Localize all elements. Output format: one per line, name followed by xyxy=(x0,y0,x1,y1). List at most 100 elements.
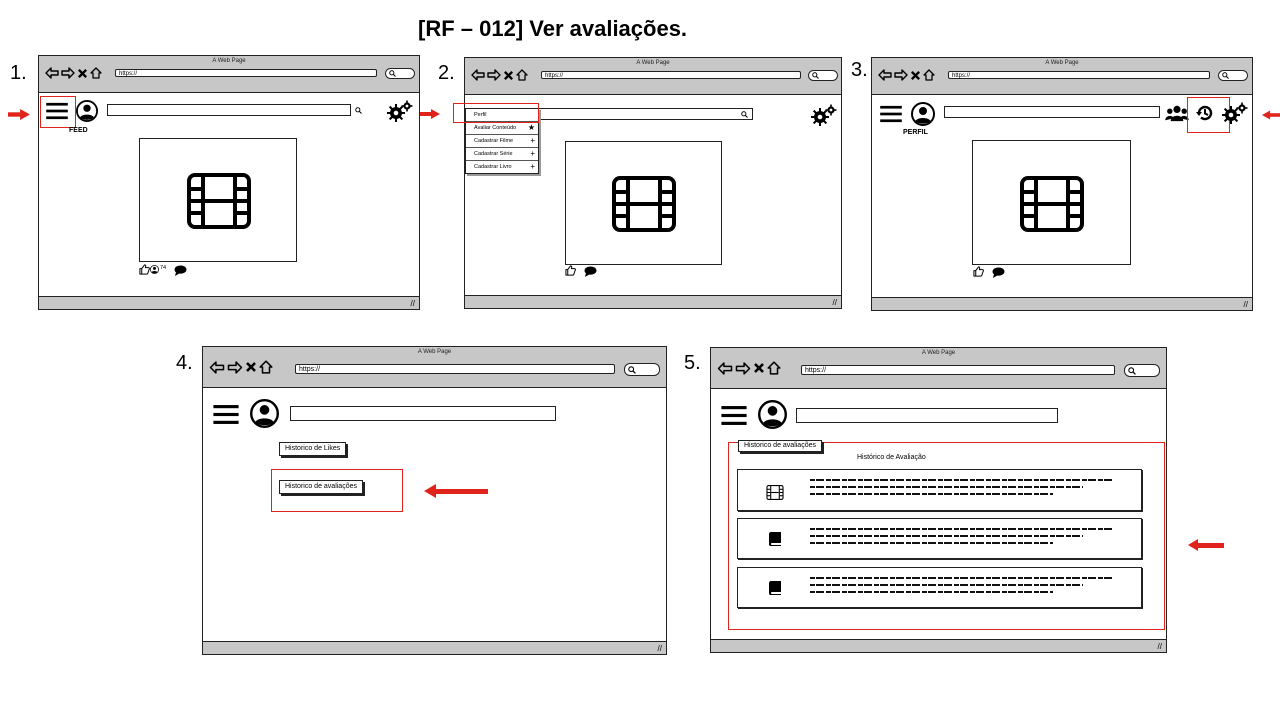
back-icon[interactable] xyxy=(45,67,59,79)
avatar-icon[interactable] xyxy=(911,102,935,126)
plus-icon: + xyxy=(530,149,535,158)
search-input[interactable] xyxy=(944,106,1160,118)
home-icon[interactable] xyxy=(767,361,781,375)
reviews-history-tab[interactable]: Historico de avaliações xyxy=(738,440,822,452)
search-input[interactable] xyxy=(537,108,753,120)
wireframe-window-3: A Web Page https:// PERFIL // xyxy=(871,57,1253,311)
home-icon[interactable] xyxy=(923,69,935,81)
review-card[interactable] xyxy=(737,567,1142,608)
browser-chrome: A Web Page https:// xyxy=(39,56,419,93)
menu-item-cadastrar-serie[interactable]: Cadastrar Série + xyxy=(466,148,538,161)
reviews-history-button[interactable]: Historico de avaliações xyxy=(279,480,363,494)
page-title: [RF – 012] Ver avaliações. xyxy=(418,16,688,41)
highlight-perfil xyxy=(453,103,539,123)
review-text-placeholder xyxy=(810,572,1113,593)
browser-search[interactable] xyxy=(1124,364,1160,377)
wireframe-window-2: A Web Page https:// Perfil Avaliar Conte… xyxy=(453,57,842,309)
window-title: A Web Page xyxy=(212,58,246,64)
resize-handle-icon[interactable]: // xyxy=(1157,642,1162,651)
arrow-left-icon xyxy=(1188,539,1224,551)
media-placeholder xyxy=(139,138,297,262)
avatar-icon[interactable] xyxy=(250,399,279,428)
back-icon[interactable] xyxy=(471,69,485,81)
url-field[interactable]: https:// xyxy=(115,69,377,77)
search-input[interactable] xyxy=(107,104,351,116)
menu-item-cadastrar-livro[interactable]: Cadastrar Livro+ xyxy=(466,161,538,173)
home-icon[interactable] xyxy=(516,69,528,81)
avatar-icon[interactable] xyxy=(758,400,787,429)
forward-icon[interactable] xyxy=(487,69,501,81)
search-icon xyxy=(1128,367,1136,375)
browser-search[interactable] xyxy=(624,363,660,376)
review-card[interactable] xyxy=(737,469,1142,511)
window-title: A Web Page xyxy=(921,350,956,356)
close-icon[interactable] xyxy=(503,70,514,81)
back-icon[interactable] xyxy=(717,362,733,375)
like-icon[interactable] xyxy=(973,266,984,277)
resize-handle-icon[interactable]: // xyxy=(657,644,662,653)
search-icon xyxy=(389,70,396,77)
forward-icon[interactable] xyxy=(735,362,751,375)
menu-item-cadastrar-filme[interactable]: Cadastrar Filme + xyxy=(466,135,538,148)
browser-chrome: A Web Page https:// xyxy=(465,58,841,95)
wireframe-window-4: A Web Page https:// Historico de Likes H… xyxy=(202,346,667,655)
back-icon[interactable] xyxy=(209,361,225,374)
resize-handle-icon[interactable]: // xyxy=(832,298,837,307)
like-icon[interactable] xyxy=(139,264,150,275)
menu-item-label: Cadastrar Filme xyxy=(474,138,514,144)
review-text-placeholder xyxy=(810,523,1113,544)
browser-search[interactable] xyxy=(808,70,838,81)
menu-item-label: Cadastrar Série xyxy=(474,151,513,157)
comment-icon[interactable] xyxy=(584,266,597,277)
search-input[interactable] xyxy=(290,406,556,421)
close-icon[interactable] xyxy=(77,68,88,79)
settings-gears-icon[interactable] xyxy=(387,100,413,122)
forward-icon[interactable] xyxy=(894,69,908,81)
resize-handle-icon[interactable]: // xyxy=(410,299,415,308)
settings-gears-icon[interactable] xyxy=(811,104,837,126)
home-icon[interactable] xyxy=(90,67,102,79)
url-field[interactable]: https:// xyxy=(541,71,801,79)
url-field[interactable]: https:// xyxy=(948,71,1210,79)
back-icon[interactable] xyxy=(878,69,892,81)
comment-icon[interactable] xyxy=(174,265,187,276)
browser-chrome: A Web Page https:// xyxy=(203,347,666,388)
window-footer: // xyxy=(872,297,1252,310)
menu-item-perfil[interactable]: Perfil xyxy=(466,109,538,122)
forward-icon[interactable] xyxy=(227,361,243,374)
menu-item-label: Perfil xyxy=(474,112,487,118)
comment-icon[interactable] xyxy=(992,267,1005,278)
perfil-label: PERFIL xyxy=(903,129,928,136)
arrow-right-icon xyxy=(420,109,440,119)
film-icon xyxy=(187,173,251,229)
menu-icon[interactable] xyxy=(880,105,902,123)
step-number-3: 3. xyxy=(851,59,868,81)
close-icon[interactable] xyxy=(753,362,765,374)
likes-history-button[interactable]: Historico de Likes xyxy=(279,442,347,456)
menu-item-avaliar[interactable]: Avaliar Conteúdo★ xyxy=(466,122,538,135)
like-icon[interactable] xyxy=(565,265,576,276)
review-card[interactable] xyxy=(737,518,1142,559)
search-input[interactable] xyxy=(796,408,1058,423)
browser-search[interactable] xyxy=(385,68,415,79)
url-field[interactable]: https:// xyxy=(801,365,1115,375)
url-field[interactable]: https:// xyxy=(295,364,615,374)
forward-icon[interactable] xyxy=(61,67,75,79)
plus-icon: + xyxy=(530,136,535,145)
menu-icon[interactable] xyxy=(721,405,747,426)
browser-search[interactable] xyxy=(1218,70,1248,81)
home-icon[interactable] xyxy=(259,360,273,374)
search-icon xyxy=(1222,72,1229,79)
step-number-4: 4. xyxy=(176,352,193,374)
arrow-left-icon xyxy=(1262,110,1280,120)
settings-gears-icon[interactable] xyxy=(1222,102,1248,124)
close-icon[interactable] xyxy=(245,361,257,373)
friends-icon[interactable] xyxy=(1165,104,1189,122)
browser-chrome: A Web Page https:// xyxy=(711,348,1166,389)
menu-icon[interactable] xyxy=(213,404,239,425)
resize-handle-icon[interactable]: // xyxy=(1243,300,1248,309)
avatar-icon[interactable] xyxy=(76,100,98,122)
close-icon[interactable] xyxy=(910,70,921,81)
highlight-history-panel xyxy=(728,442,1165,630)
like-count: 74 xyxy=(160,265,167,271)
